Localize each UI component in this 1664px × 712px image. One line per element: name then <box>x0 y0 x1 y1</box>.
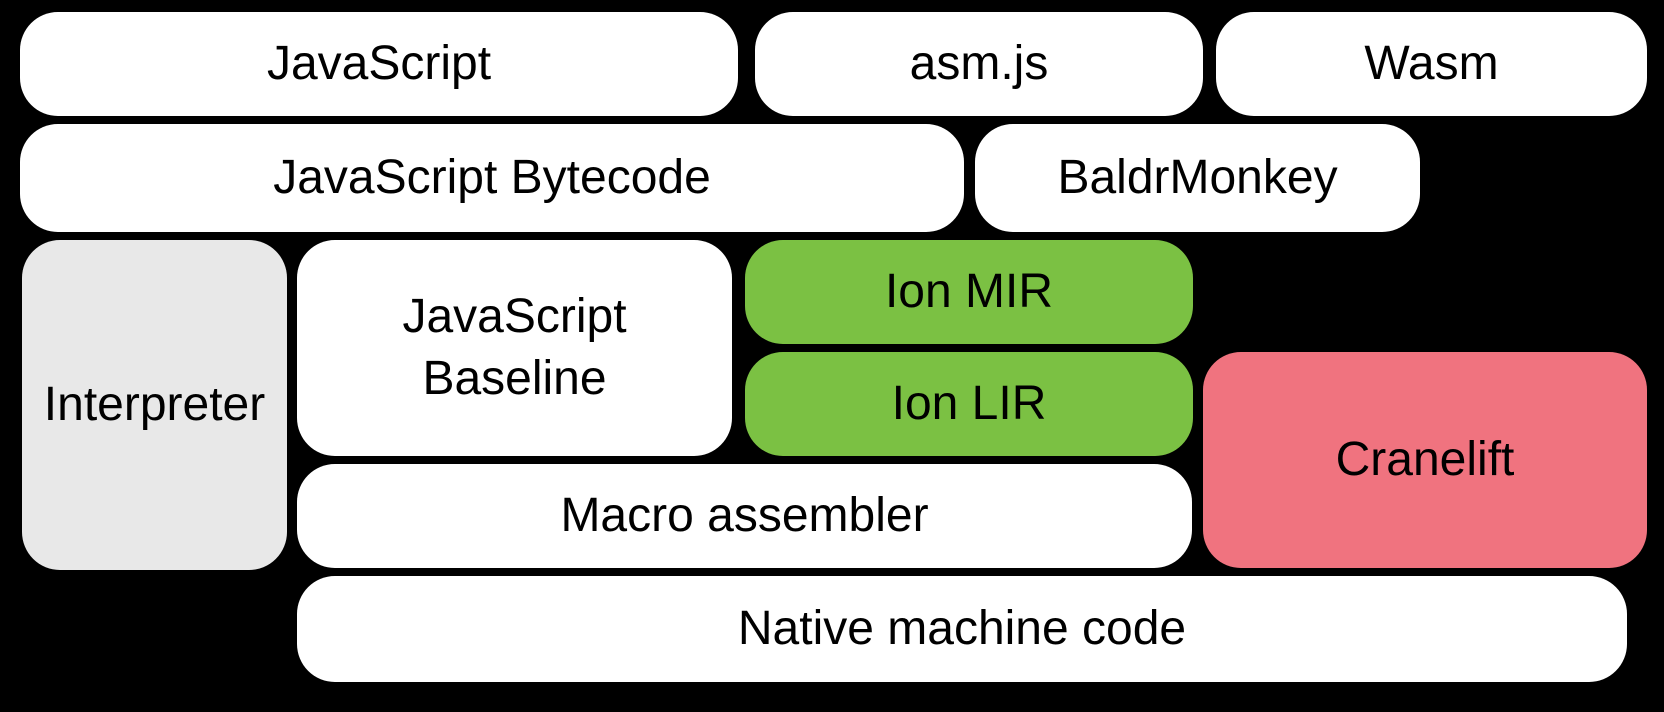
box-asmjs: asm.js <box>755 12 1203 116</box>
box-baldrmonkey: BaldrMonkey <box>975 124 1420 232</box>
box-cranelift: Cranelift <box>1203 352 1647 568</box>
box-ion-lir: Ion LIR <box>745 352 1193 456</box>
box-wasm: Wasm <box>1216 12 1647 116</box>
box-interpreter: Interpreter <box>22 240 287 570</box>
box-ion-mir: Ion MIR <box>745 240 1193 344</box>
box-javascript: JavaScript <box>20 12 738 116</box>
box-javascript-bytecode: JavaScript Bytecode <box>20 124 964 232</box>
box-macro-assembler: Macro assembler <box>297 464 1192 568</box>
box-javascript-baseline: JavaScript Baseline <box>297 240 732 456</box>
box-native-machine-code: Native machine code <box>297 576 1627 682</box>
